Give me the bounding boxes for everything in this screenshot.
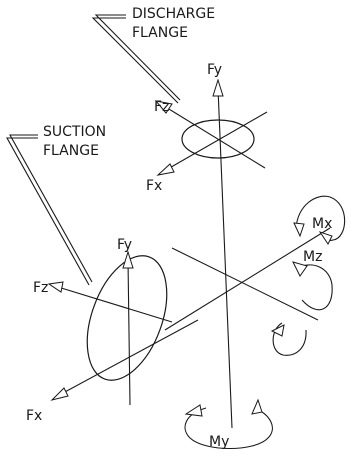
suction-leader xyxy=(6,134,93,286)
suction-fy-arrowhead xyxy=(122,250,134,269)
suction-label-line2: FLANGE xyxy=(43,143,99,159)
suction-y-axis xyxy=(127,259,131,406)
discharge-fz-arrowhead xyxy=(154,100,173,114)
suction-fx-label: Fx xyxy=(26,408,42,424)
discharge-flange-ellipse xyxy=(181,119,255,159)
discharge-x-axis xyxy=(165,111,268,171)
discharge-fy-arrowhead xyxy=(212,78,224,97)
discharge-z-axis xyxy=(163,105,266,169)
discharge-fx-label: Fx xyxy=(146,178,162,194)
my-label: My xyxy=(209,434,229,450)
my-moment-arrow xyxy=(184,398,273,450)
discharge-leader xyxy=(91,14,181,104)
suction-fz-arrowhead xyxy=(47,281,64,293)
discharge-label-line1: DISCHARGE xyxy=(132,6,215,22)
discharge-fy-label: Fy xyxy=(207,62,222,78)
discharge-fx-arrowhead xyxy=(156,163,175,176)
suction-label-line1: SUCTION xyxy=(43,124,106,140)
suction-flange-ellipse xyxy=(86,255,168,381)
suction-fx-arrowhead xyxy=(50,387,69,401)
mz-label: Mz xyxy=(303,249,322,265)
suction-z-axis xyxy=(57,286,173,323)
mx-moment-arrow xyxy=(293,195,346,245)
suction-fz-label: Fz xyxy=(33,280,48,296)
discharge-label-line2: FLANGE xyxy=(132,25,188,41)
suction-x-axis xyxy=(62,319,199,394)
global-z-axis xyxy=(171,247,319,321)
suction-fy-label: Fy xyxy=(117,237,132,253)
mx-label: Mx xyxy=(312,216,332,232)
mz-moment-arrow xyxy=(270,261,333,356)
discharge-fz-label: Fz xyxy=(154,99,169,115)
main-vertical-axis xyxy=(217,87,233,429)
global-x-axis xyxy=(164,227,331,331)
